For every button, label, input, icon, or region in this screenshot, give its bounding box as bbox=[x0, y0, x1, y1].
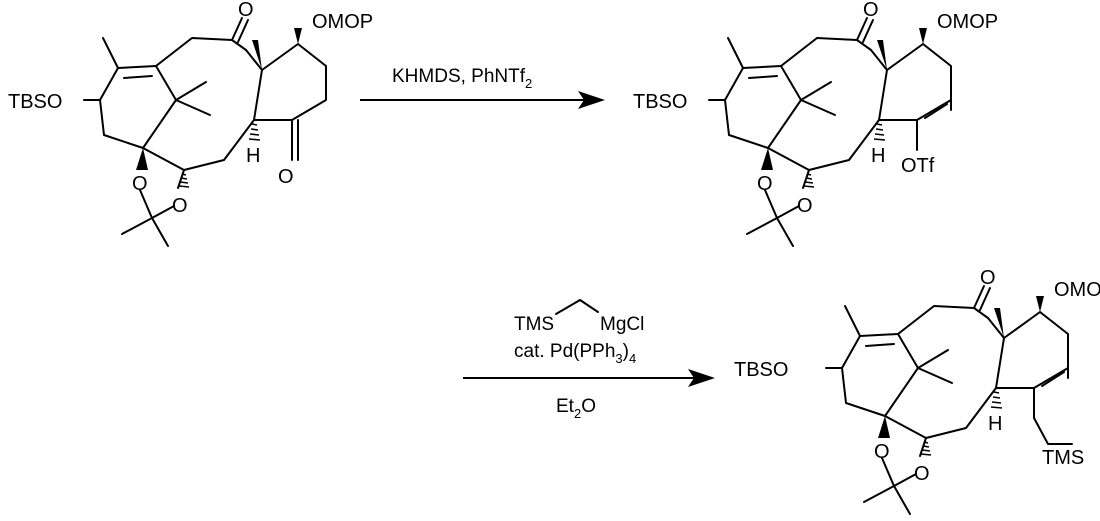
starting-material: TBSO OMOP O O H O O bbox=[8, 0, 373, 247]
acetonide-o2-label: O bbox=[172, 195, 188, 217]
reagent-mgcl: MgCl bbox=[600, 314, 644, 335]
h-label: H bbox=[988, 413, 1002, 435]
solvent: Et2O bbox=[556, 396, 596, 421]
tms-label: TMS bbox=[1042, 447, 1084, 469]
ketone-o-label: O bbox=[980, 267, 996, 289]
ketone2-o-label: O bbox=[278, 166, 294, 188]
h-label: H bbox=[246, 145, 260, 167]
ketone-o-label: O bbox=[863, 0, 879, 21]
acetonide-o1-label: O bbox=[874, 441, 890, 463]
allylsilane-product: TBSO OMOP O H TMS O O bbox=[734, 267, 1100, 515]
tbso-label: TBSO bbox=[8, 91, 62, 113]
h-label: H bbox=[871, 145, 885, 167]
otf-label: OTf bbox=[901, 155, 935, 177]
reaction-arrow-2: TMS MgCl cat. Pd(PPh3)4 Et2O bbox=[463, 299, 715, 421]
acetonide-o2-label: O bbox=[797, 195, 813, 217]
reagents-1: KHMDS, PhNTf2 bbox=[392, 66, 532, 91]
ketone-o-label: O bbox=[238, 0, 254, 21]
acetonide-o2-label: O bbox=[914, 463, 930, 485]
omop-label: OMOP bbox=[312, 11, 373, 33]
tbso-label: TBSO bbox=[734, 359, 788, 381]
enol-triflate-product: TBSO OMOP O OTf H O O bbox=[633, 0, 998, 247]
reagent-tms: TMS bbox=[514, 314, 554, 335]
reaction-arrow-1: KHMDS, PhNTf2 bbox=[360, 66, 605, 109]
catalyst: cat. Pd(PPh3)4 bbox=[514, 341, 636, 366]
acetonide-o1-label: O bbox=[757, 173, 773, 195]
omop-label: OMOP bbox=[1054, 279, 1100, 301]
omop-label: OMOP bbox=[937, 11, 998, 33]
tbso-label: TBSO bbox=[633, 91, 687, 113]
acetonide-o1-label: O bbox=[132, 173, 148, 195]
